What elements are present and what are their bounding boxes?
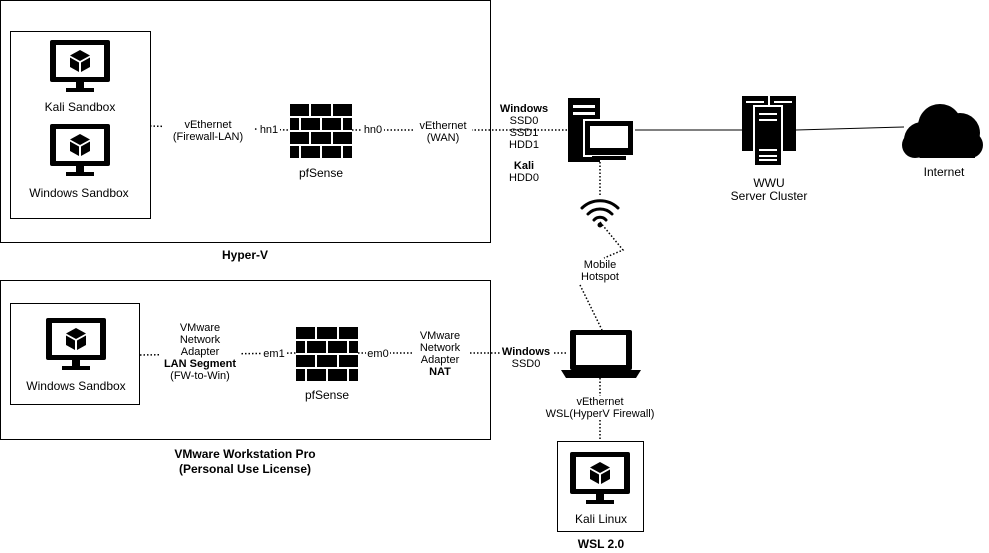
laptop-icon <box>561 330 641 378</box>
hn1-label: hn1 <box>258 124 280 136</box>
server-cluster-icon <box>742 96 796 167</box>
vmware-windows-sandbox-label: Windows Sandbox <box>26 379 126 393</box>
em0-label: em0 <box>366 348 390 360</box>
wifi-icon <box>580 199 620 222</box>
vmware-title: VMware Workstation Pro(Personal Use Lice… <box>174 447 316 476</box>
hn0-label: hn0 <box>362 124 384 136</box>
wsl-frame <box>557 441 644 532</box>
hyperv-title: Hyper-V <box>221 248 268 262</box>
firewall-icon <box>290 104 352 158</box>
pfsense-vmware-label: pfSense <box>304 388 350 402</box>
pfsense-hyperv-label: pfSense <box>298 166 344 180</box>
vmware-adapter-nat-label: VMware Network Adapter NAT <box>412 330 468 378</box>
windows-sandbox-label: Windows Sandbox <box>29 186 129 200</box>
vm-monitor-icon <box>50 40 110 92</box>
kali-linux-label: Kali Linux <box>574 512 628 526</box>
wsl-title: WSL 2.0 <box>577 537 625 551</box>
vethernet-wan-label: vEthernet(WAN) <box>414 120 472 144</box>
cloud-icon <box>902 104 983 158</box>
firewall-icon <box>296 327 358 381</box>
kali-sandbox-label: Kali Sandbox <box>44 100 116 114</box>
vmware-adapter-lan-label: VMware Network Adapter LAN Segment (FW-t… <box>160 322 240 382</box>
em1-label: em1 <box>262 348 286 360</box>
link-cluster-to-internet <box>795 126 905 131</box>
internet-label: Internet <box>923 165 965 179</box>
vm-monitor-icon <box>50 124 110 176</box>
wifi-dot <box>597 222 603 228</box>
vm-monitor-icon <box>570 452 630 504</box>
desktop-computer-icon <box>568 98 635 162</box>
vm-monitor-icon <box>46 318 106 370</box>
vmware-vm-group <box>10 303 140 405</box>
desktop-disk-labels: Windows SSD0 SSD1 HDD1 Kali HDD0 <box>499 103 549 184</box>
link-wifi-to-hotspot <box>599 221 625 259</box>
vmware-frame <box>0 280 491 440</box>
link-hotspot-to-laptop <box>579 284 603 331</box>
hyperv-frame <box>0 0 491 243</box>
vethernet-lan-label: vEthernet(Firewall-LAN) <box>163 119 253 143</box>
hyperv-vm-group <box>10 31 151 219</box>
